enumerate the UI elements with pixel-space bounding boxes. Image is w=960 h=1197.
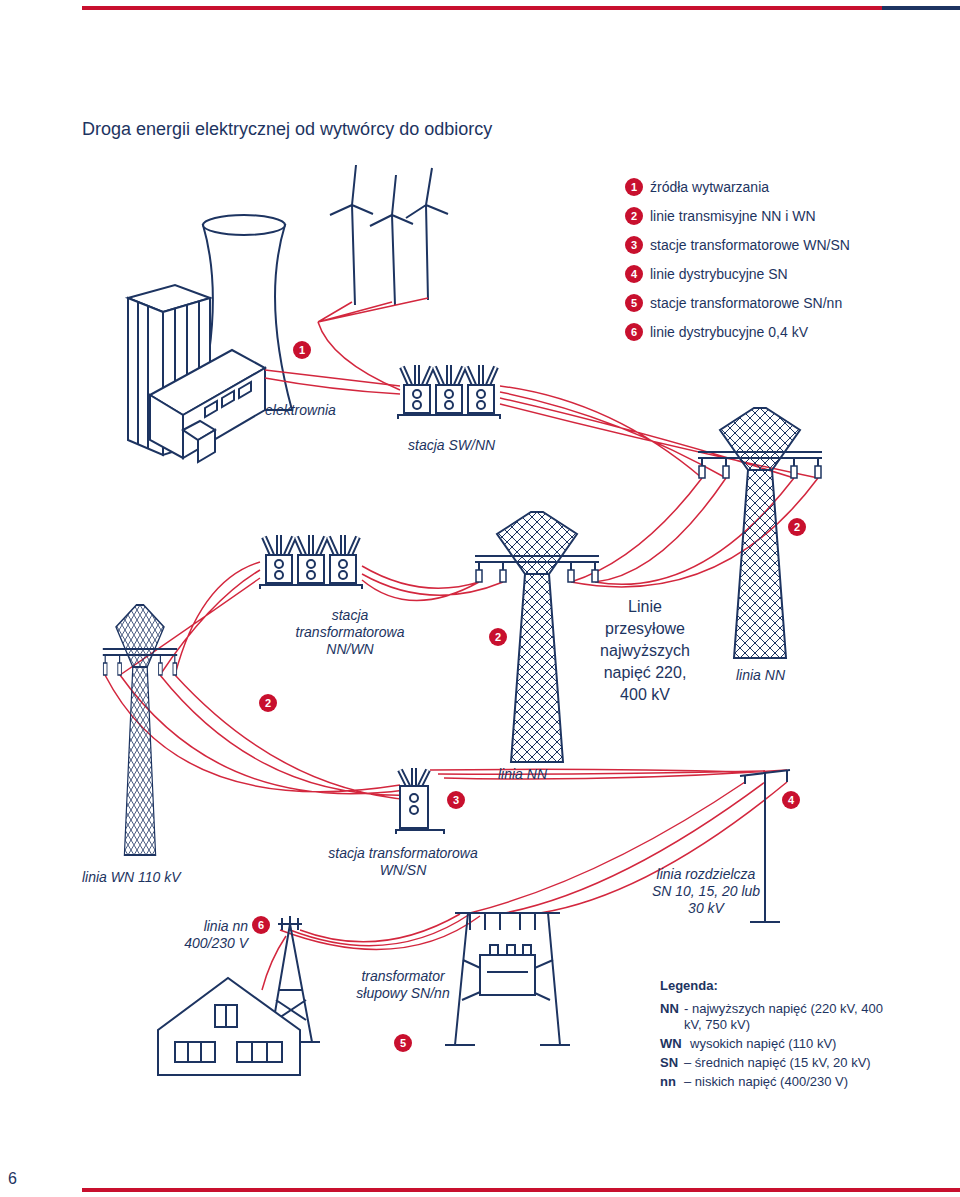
line-label: linia NN bbox=[736, 667, 785, 684]
callout-digit: 4 bbox=[631, 269, 637, 280]
callout-text: linie dystrybucyjne 0,4 kV bbox=[650, 324, 808, 341]
callout-number: 4 bbox=[782, 791, 800, 809]
line-label: Linie przesyłowe najwyższych napięć 220,… bbox=[590, 596, 700, 706]
legend-heading: Legenda: bbox=[660, 978, 718, 994]
legend-text: wysokich napięć (110 kV) bbox=[690, 1036, 836, 1052]
legend-text: – średnich napięć (15 kV, 20 kV) bbox=[684, 1055, 871, 1071]
callout-digit: 3 bbox=[631, 240, 637, 251]
legend-abbr: SN bbox=[660, 1055, 678, 1071]
legend-text: - najwyższych napięć (220 kV, 400 kV, 75… bbox=[684, 1001, 894, 1033]
callout-number: 1 bbox=[625, 178, 643, 196]
callout-text: źródła wytwarzania bbox=[650, 179, 769, 196]
callout-digit: 2 bbox=[495, 632, 501, 643]
callout-digit: 2 bbox=[265, 698, 271, 709]
callout-digit: 3 bbox=[453, 795, 459, 806]
callout-digit: 4 bbox=[788, 795, 794, 806]
station-label: stacja transformatorowa NN/WN bbox=[280, 607, 420, 658]
callout-text: stacje transformatorowe WN/SN bbox=[650, 237, 850, 254]
callout-digit: 6 bbox=[631, 327, 637, 338]
legend-abbr: NN bbox=[660, 1001, 679, 1017]
station-label: stacja transformatorowa WN/SN bbox=[318, 845, 488, 879]
transformer-label: transformator słupowy SN/nn bbox=[350, 968, 456, 1002]
callout-number: 2 bbox=[489, 628, 507, 646]
callout-digit: 6 bbox=[258, 920, 264, 931]
callout-number: 5 bbox=[625, 294, 643, 312]
line-label: linia nn 400/230 V bbox=[168, 918, 248, 952]
legend-abbr: nn bbox=[660, 1074, 676, 1090]
callout-text: stacje transformatorowe SN/nn bbox=[650, 295, 842, 312]
callout-text: linie dystrybucyjne SN bbox=[650, 266, 788, 283]
callout-digit: 5 bbox=[631, 298, 637, 309]
callout-number: 2 bbox=[788, 518, 806, 536]
page-number: 6 bbox=[8, 1168, 17, 1190]
callout-digit: 5 bbox=[400, 1038, 406, 1049]
callout-digit: 1 bbox=[631, 182, 637, 193]
legend-abbr: WN bbox=[660, 1036, 682, 1052]
legend-text: – niskich napięć (400/230 V) bbox=[684, 1074, 848, 1090]
line-label: linia WN 110 kV bbox=[82, 869, 181, 886]
diagram-title: Droga energii elektrycznej od wytwórcy d… bbox=[82, 118, 492, 140]
callout-text: linie transmisyjne NN i WN bbox=[650, 208, 816, 225]
callout-number: 6 bbox=[252, 916, 270, 934]
callout-number: 6 bbox=[625, 323, 643, 341]
line-label: linia rozdzielcza SN 10, 15, 20 lub 30 k… bbox=[645, 866, 767, 917]
callout-number: 1 bbox=[293, 341, 311, 359]
callout-number: 2 bbox=[625, 207, 643, 225]
callout-number: 4 bbox=[625, 265, 643, 283]
callout-number: 3 bbox=[447, 791, 465, 809]
callout-digit: 2 bbox=[794, 522, 800, 533]
callout-number: 5 bbox=[394, 1034, 412, 1052]
callout-number: 3 bbox=[625, 236, 643, 254]
plant-label: elektrownia bbox=[265, 402, 336, 419]
callout-number: 2 bbox=[259, 694, 277, 712]
callout-digit: 1 bbox=[299, 345, 305, 356]
line-label: linia NN bbox=[498, 766, 547, 783]
callout-digit: 2 bbox=[631, 211, 637, 222]
station-label: stacja SW/NN bbox=[408, 437, 495, 454]
